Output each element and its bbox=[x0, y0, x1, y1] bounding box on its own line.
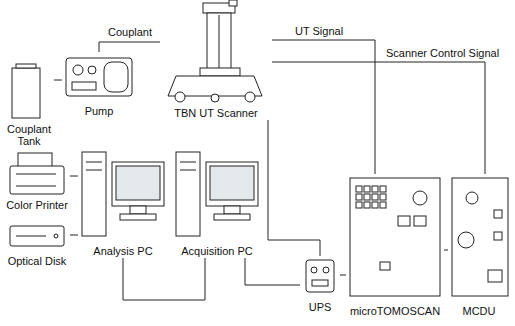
printer-paper bbox=[18, 153, 52, 167]
instrument-switch bbox=[414, 216, 426, 226]
cable-line bbox=[272, 40, 375, 174]
signal-label: Couplant bbox=[106, 26, 154, 39]
connector-grid bbox=[356, 186, 386, 208]
mcdu-node: MCDU bbox=[448, 174, 510, 318]
instrument-switch bbox=[398, 216, 410, 226]
printer-slot bbox=[16, 186, 56, 187]
scanner-wheel bbox=[211, 94, 219, 102]
printer-body bbox=[10, 166, 64, 194]
pc-bay bbox=[180, 162, 196, 163]
ups-switch bbox=[312, 280, 328, 286]
instrument-case bbox=[350, 178, 440, 296]
cable-line bbox=[272, 62, 485, 174]
cable-line bbox=[340, 275, 346, 276]
cable-line bbox=[123, 258, 205, 300]
pc-bay bbox=[86, 162, 102, 163]
pump-body bbox=[66, 58, 132, 96]
pc-bay bbox=[86, 170, 102, 171]
monitor-base bbox=[120, 214, 156, 220]
cable-line bbox=[70, 176, 78, 177]
tank-cap bbox=[16, 64, 36, 68]
mcdu-knob bbox=[466, 192, 478, 204]
device-label: MCDU bbox=[448, 305, 510, 318]
device-label: Acquisition PC bbox=[172, 245, 262, 258]
pump-node: Pump bbox=[62, 52, 136, 118]
signal-label: UT Signal bbox=[293, 25, 345, 38]
cable-line bbox=[54, 80, 62, 81]
pc-tower bbox=[176, 152, 200, 236]
pc-node: Acquisition PC bbox=[172, 148, 262, 258]
pc-bay bbox=[180, 170, 196, 171]
mcdu-port bbox=[488, 270, 502, 282]
printer-slot bbox=[16, 174, 56, 175]
monitor-screen bbox=[210, 166, 254, 200]
cable-line bbox=[268, 120, 320, 256]
pump-knob bbox=[88, 66, 96, 74]
device-label: Analysis PC bbox=[78, 245, 168, 258]
device-label: Color Printer bbox=[4, 199, 70, 212]
scanner-carriage bbox=[200, 68, 240, 76]
scanner-column bbox=[207, 13, 231, 72]
printer-node: Color Printer bbox=[4, 150, 70, 212]
disk-led bbox=[54, 234, 58, 238]
scanner-wheel bbox=[245, 92, 255, 102]
scanner-motor bbox=[229, 0, 237, 6]
device-label: Optical Disk bbox=[4, 255, 70, 268]
scanner-rod bbox=[219, 15, 220, 70]
ups-body bbox=[306, 260, 334, 292]
monitor-stand bbox=[130, 206, 146, 214]
disk-node: Optical Disk bbox=[4, 222, 70, 268]
cable-line bbox=[99, 42, 160, 52]
pump-head bbox=[104, 62, 128, 92]
instrument-node: microTOMOSCAN bbox=[346, 174, 444, 318]
ups-socket bbox=[311, 267, 317, 273]
scanner-node: TBN UT Scanner bbox=[160, 0, 272, 120]
pc-tower bbox=[82, 152, 106, 236]
cable-line bbox=[245, 258, 300, 285]
scanner-wheel bbox=[175, 92, 185, 102]
signal-label: Scanner Control Signal bbox=[384, 47, 501, 60]
device-label: UPS bbox=[300, 301, 340, 314]
mcdu-case bbox=[452, 178, 508, 296]
pump-knob bbox=[73, 65, 83, 75]
tank-node: Couplant Tank bbox=[4, 62, 54, 148]
cable-line bbox=[444, 250, 448, 251]
disk-drive bbox=[10, 226, 64, 246]
device-label: microTOMOSCAN bbox=[346, 305, 444, 318]
cable-line bbox=[70, 235, 78, 236]
monitor-screen bbox=[116, 166, 160, 200]
disk-slot bbox=[16, 236, 46, 237]
instrument-knob bbox=[413, 191, 427, 205]
mcdu-switch bbox=[494, 232, 502, 240]
device-label: Pump bbox=[62, 105, 136, 118]
monitor-case bbox=[206, 162, 258, 206]
pc-node: Analysis PC bbox=[78, 148, 168, 258]
monitor-base bbox=[214, 214, 250, 220]
monitor-stand bbox=[224, 206, 240, 214]
ups-socket bbox=[323, 267, 329, 273]
mcdu-switch bbox=[494, 210, 502, 218]
ups-node: UPS bbox=[300, 256, 340, 314]
device-label: TBN UT Scanner bbox=[160, 107, 272, 120]
monitor-case bbox=[112, 162, 164, 206]
pump-switch bbox=[72, 82, 96, 90]
instrument-port bbox=[380, 262, 390, 270]
device-label: Couplant Tank bbox=[4, 123, 54, 148]
tank-body bbox=[12, 68, 40, 118]
mcdu-dial bbox=[458, 232, 474, 248]
